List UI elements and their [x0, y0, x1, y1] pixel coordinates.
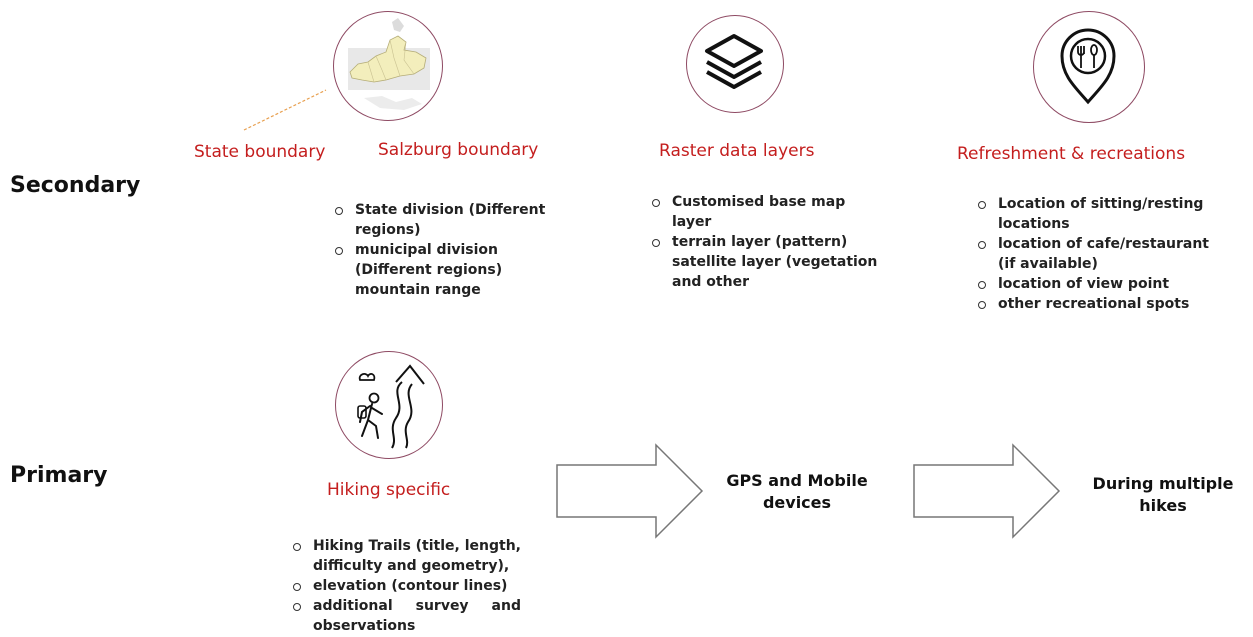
list-item: terrain layer (pattern)satellite layer (…	[650, 232, 890, 292]
flow-step-gps-mobile: GPS and Mobile devices	[726, 471, 868, 512]
title-state-boundary: State boundary	[194, 142, 326, 162]
flow-arrow-2	[913, 443, 1061, 539]
title-refreshment-recreations: Refreshment & recreations	[957, 144, 1186, 164]
state-boundary-connector	[243, 89, 327, 131]
restaurant-pin-icon	[1033, 11, 1145, 123]
list-item: elevation (contour lines)	[291, 576, 521, 596]
list-item: location of cafe/restaurant(if available…	[976, 234, 1226, 274]
hiking-bullet-list: Hiking Trails (title, length,difficulty …	[291, 536, 521, 636]
flow-arrow-1	[556, 443, 704, 539]
austria-map-icon	[333, 11, 443, 121]
list-item: location of view point	[976, 274, 1226, 294]
title-raster-data-layers: Raster data layers	[659, 141, 815, 161]
list-item: municipal division(Different regions)mou…	[333, 240, 563, 300]
flow-step-multiple-hikes: During multiple hikes	[1092, 474, 1234, 515]
row-label-secondary: Secondary	[10, 173, 141, 198]
row-label-primary: Primary	[10, 463, 108, 488]
layers-icon	[686, 15, 784, 113]
hiker-trail-icon	[335, 351, 443, 459]
title-salzburg-boundary: Salzburg boundary	[378, 140, 539, 160]
list-item: Hiking Trails (title, length,difficulty …	[291, 536, 521, 576]
list-item: other recreational spots	[976, 294, 1226, 314]
title-hiking-specific: Hiking specific	[327, 480, 451, 500]
